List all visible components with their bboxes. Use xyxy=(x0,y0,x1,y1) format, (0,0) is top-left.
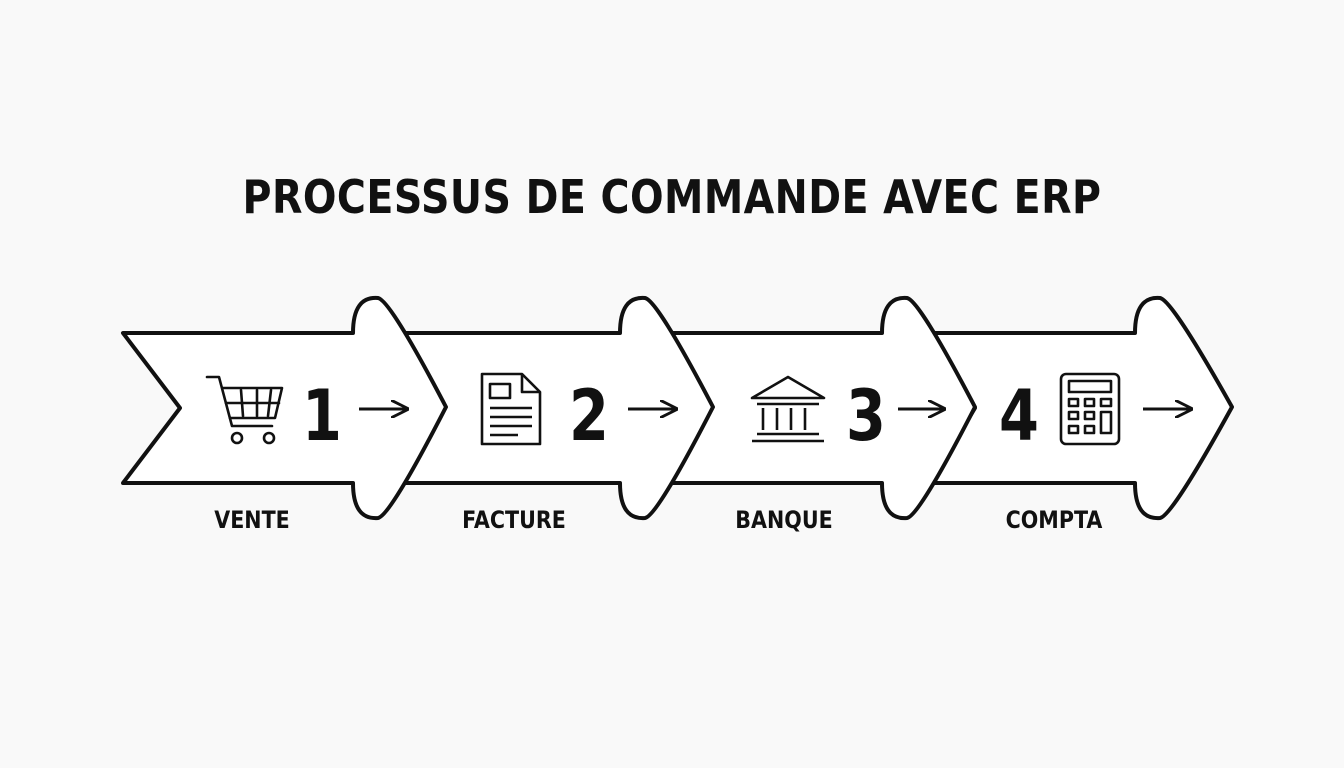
calculator-icon xyxy=(1059,372,1121,446)
step-4-chevron xyxy=(928,295,1234,521)
step-4-label: COMPTA xyxy=(1005,506,1103,534)
step-3-label: BANQUE xyxy=(735,506,833,534)
invoice-document-icon xyxy=(480,372,542,446)
step-2-chevron xyxy=(393,295,715,521)
step-3-number: 3 xyxy=(846,377,886,458)
step-2-number: 2 xyxy=(569,377,609,458)
diagram-title: PROCESSUS DE COMMANDE AVEC ERP xyxy=(242,170,1102,224)
step-1-label: VENTE xyxy=(214,506,290,534)
step-1-number: 1 xyxy=(302,377,342,458)
step-1-chevron xyxy=(121,295,448,521)
step-2-label: FACTURE xyxy=(462,506,566,534)
bank-building-icon xyxy=(750,375,826,443)
step-4-number: 4 xyxy=(999,377,1039,458)
shopping-cart-icon xyxy=(205,375,284,445)
step-3-chevron xyxy=(658,295,977,521)
